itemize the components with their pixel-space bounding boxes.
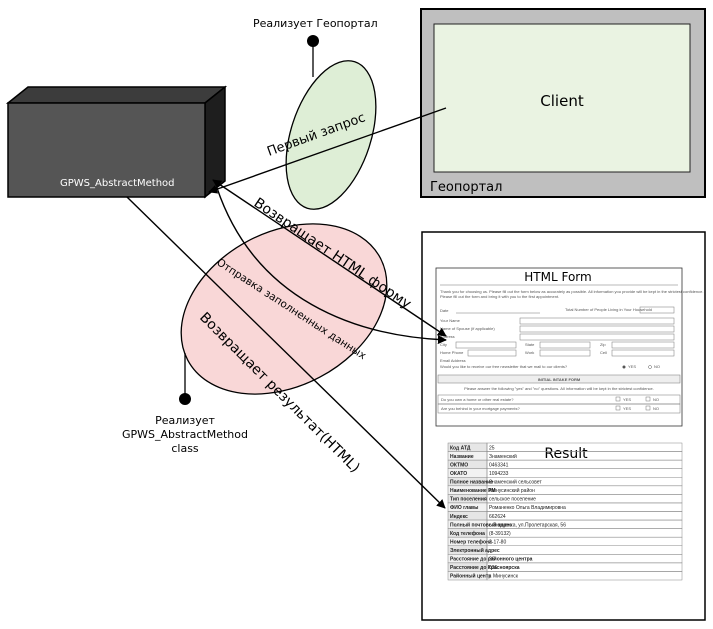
form-section-title: INITIAL INTAKE FORM bbox=[538, 377, 581, 382]
form-field-name: Your Name bbox=[440, 318, 461, 323]
result-cell-value: Знаменский сельсовет bbox=[489, 479, 542, 486]
geoportal-label: Геопортал bbox=[430, 180, 502, 195]
form-question-home: Do you own a home or other real estate? bbox=[441, 397, 514, 402]
result-cell-key: ФИО главы bbox=[450, 505, 478, 511]
result-title: Result bbox=[544, 446, 588, 462]
form-question-mortgage-yes: YES bbox=[623, 406, 631, 411]
form-confidential-text: Please answer the following "yes" and "n… bbox=[464, 386, 654, 391]
arrow-first-request bbox=[208, 107, 447, 194]
client-label: Client bbox=[540, 92, 584, 110]
result-cell-value: Минусинский район bbox=[489, 487, 535, 494]
form-question-mortgage-no: NO bbox=[653, 406, 659, 411]
result-cell-key: Наименование РМ bbox=[450, 488, 496, 494]
result-cell-value: 662624 bbox=[489, 514, 506, 520]
implements-class-note-line1: Реализует bbox=[155, 414, 215, 427]
form-newsletter-question: Would you like to receive our free newsl… bbox=[440, 364, 568, 369]
result-cell-key: Расстояние до районного центра bbox=[450, 556, 533, 563]
form-field-date: Date bbox=[440, 308, 449, 313]
form-field-state: State bbox=[525, 342, 535, 347]
form-field-home-phone: Home Phone bbox=[440, 350, 464, 355]
result-cell-key: Код АТД bbox=[450, 445, 471, 451]
result-cell-key: Тип поселения bbox=[450, 497, 487, 503]
cube-label: GPWS_AbstractMethod bbox=[60, 178, 175, 189]
result-cell-key: ОКАТО bbox=[450, 471, 467, 477]
form-question-home-no: NO bbox=[653, 397, 659, 402]
result-cell-value: (8-39132) bbox=[489, 531, 511, 537]
form-field-zip: Zip bbox=[600, 342, 606, 347]
result-cell-key: Код телефона bbox=[450, 530, 485, 537]
result-cell-key: Полное название bbox=[450, 480, 493, 486]
form-yes-label: YES bbox=[628, 364, 636, 369]
result-cell-value: 526 bbox=[489, 565, 498, 571]
result-cell-value: Знаменский bbox=[489, 453, 517, 460]
result-cell-value: Романенко Ольга Владимировна bbox=[489, 505, 566, 511]
result-cell-key: Районный центр bbox=[450, 573, 491, 580]
abstract-method-cube: GPWS_AbstractMethod bbox=[5, 85, 228, 199]
result-cell-key: Расстояние до Красноярска bbox=[450, 565, 520, 571]
result-cell-key: Индекс bbox=[450, 514, 468, 520]
html-form-title: HTML Form bbox=[524, 270, 591, 284]
result-cell-value: 25 bbox=[489, 445, 495, 451]
form-field-cell: Cell bbox=[600, 350, 607, 355]
result-cell-value: 0463341 bbox=[489, 462, 509, 468]
result-cell-key: ОКТМО bbox=[450, 462, 468, 468]
implements-class-note-line3: class bbox=[171, 442, 199, 455]
arrow-send-data bbox=[216, 187, 447, 345]
result-cell-value: сельское поселение bbox=[489, 497, 536, 503]
result-cell-value: г. Минусинск bbox=[489, 574, 519, 580]
result-cell-key: Номер телефона bbox=[450, 538, 492, 545]
result-cell-value: с.Знаменка, ул.Пролетарская, 56 bbox=[489, 522, 566, 528]
class-pin bbox=[179, 353, 191, 405]
result-cell-key: Полный почтовый адрес bbox=[450, 521, 512, 528]
form-field-address: Address bbox=[440, 334, 455, 339]
form-field-work: Work bbox=[525, 350, 534, 355]
form-field-spouse: Name of Spouse (if applicable) bbox=[440, 326, 495, 331]
form-field-city: City bbox=[440, 342, 447, 347]
form-field-email: Email Address bbox=[440, 358, 466, 363]
form-question-home-yes: YES bbox=[623, 397, 631, 402]
arrow-returns-result bbox=[126, 196, 446, 509]
arrow-html-form bbox=[212, 179, 447, 337]
result-cell-key: Название bbox=[450, 454, 474, 460]
geoportal-frame: Client Геопортал bbox=[420, 8, 706, 198]
form-field-household: Total Number of People Living in Your Ho… bbox=[565, 307, 652, 312]
result-cell-key: Электронный адрес bbox=[450, 547, 500, 554]
geoportal-pin bbox=[307, 35, 319, 77]
implements-class-note-line2: GPWS_AbstractMethod bbox=[122, 428, 248, 441]
result-cell-value: 2-17-80 bbox=[489, 539, 506, 545]
result-cell-value: 1094233 bbox=[489, 471, 509, 477]
form-no-label: NO bbox=[654, 364, 660, 369]
implements-geoportal-note: Реализует Геопортал bbox=[253, 17, 378, 30]
result-cell-value: 26 bbox=[489, 557, 495, 563]
svg-text:Please fill out the form and b: Please fill out the form and bring it wi… bbox=[440, 294, 559, 299]
form-intro-text: Thank you for choosing us. Please fill o… bbox=[440, 289, 703, 294]
form-question-mortgage: Are you behind in your mortgage payments… bbox=[441, 406, 520, 411]
